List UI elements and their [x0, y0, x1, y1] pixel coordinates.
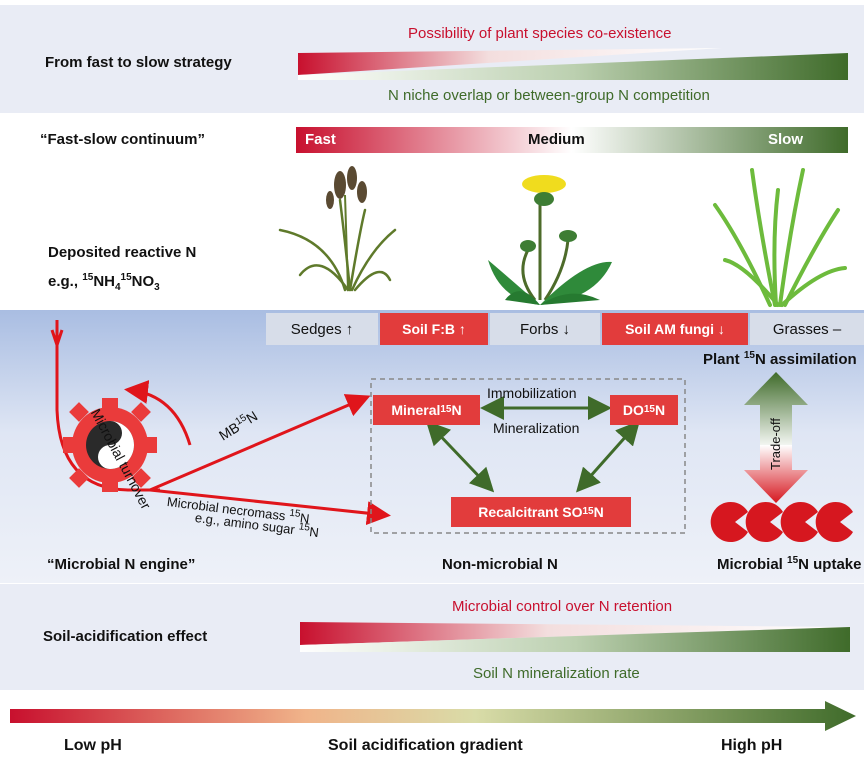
continuum-fast: Fast	[305, 131, 336, 148]
pool-frame	[370, 378, 686, 534]
microbial-engine-curve	[55, 320, 160, 492]
grass-plant	[713, 168, 847, 307]
acidification-label: Soil-acidification effect	[43, 628, 208, 645]
grasses-cell: Grasses –	[750, 313, 864, 345]
mineral-rate-wedge	[300, 627, 850, 652]
turnover-arrow	[124, 380, 192, 446]
mineral-rate-label: Soil N mineralization rate	[473, 665, 640, 682]
coexistence-label: Possibility of plant species co-existenc…	[408, 25, 672, 42]
forbs-cell: Forbs ↓	[490, 313, 600, 345]
microbe-uptake-arrow	[744, 445, 808, 503]
strategy-label: From fast to slow strategy	[45, 54, 232, 71]
immobilization-label: Immobilization	[487, 385, 577, 401]
deposition-label: Deposited reactive N	[48, 244, 197, 261]
sedge-plant	[278, 198, 397, 292]
coexistence-wedge	[298, 48, 722, 75]
sedges-cell: Sedges ↑	[266, 313, 378, 345]
overlap-wedge	[298, 53, 848, 80]
mb-arrow	[149, 394, 371, 492]
overlap-label: N niche overlap or between-group N compe…	[388, 87, 710, 104]
control-wedge	[300, 622, 850, 645]
microbial-uptake-label: Microbial 15N uptake	[717, 555, 862, 574]
microbe-icons	[710, 501, 853, 542]
continuum-bar	[296, 127, 848, 153]
deposition-formula: e.g., 15NH415NO3	[48, 272, 160, 293]
necromass-arrow	[149, 488, 391, 526]
gradient-label: Soil acidification gradient	[328, 737, 523, 754]
engine-label: “Microbial N engine”	[47, 556, 196, 573]
plant-uptake-arrow	[744, 372, 808, 450]
low-ph-label: Low pH	[64, 737, 122, 754]
soil-am-box: Soil AM fungi ↓	[602, 313, 748, 345]
non-microbial-label: Non-microbial N	[442, 556, 558, 573]
gear-icon	[63, 398, 157, 492]
continuum-medium: Medium	[528, 131, 585, 148]
dandelion-plant	[488, 175, 612, 305]
soil-fb-box: Soil F:B ↑	[380, 313, 488, 345]
continuum-label: “Fast-slow continuum”	[40, 131, 205, 148]
high-ph-label: High pH	[721, 737, 783, 754]
ph-gradient-arrow	[10, 701, 856, 731]
mineralization-label: Mineralization	[493, 420, 580, 436]
continuum-slow: Slow	[768, 131, 804, 148]
sedge-spikes	[326, 166, 367, 209]
control-label: Microbial control over N retention	[452, 598, 673, 615]
plant-assimilation-label: Plant 15N assimilation	[703, 350, 857, 369]
tradeoff-label: Trade-off	[768, 417, 783, 470]
